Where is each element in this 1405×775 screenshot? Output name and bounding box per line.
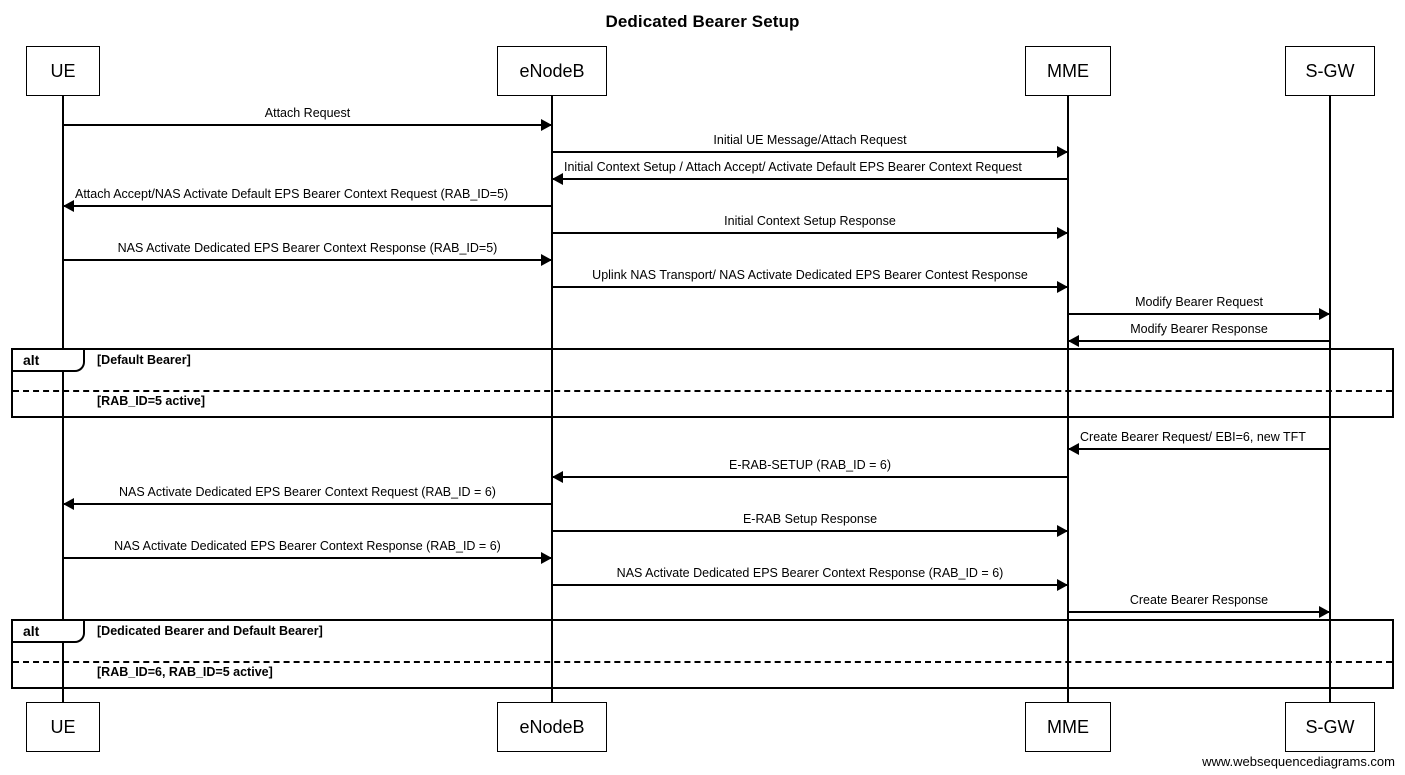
message-label: Attach Accept/NAS Activate Default EPS B… [75, 187, 509, 201]
arrowhead-icon [541, 118, 552, 131]
alt-fragment-keyword: alt [13, 350, 85, 372]
message-label: Attach Request [264, 106, 351, 120]
message-label: NAS Activate Dedicated EPS Bearer Contex… [117, 241, 498, 255]
message-label: Modify Bearer Response [1130, 322, 1268, 336]
participant-box-sgw-top: S-GW [1285, 46, 1375, 96]
arrowhead-icon [541, 253, 552, 266]
message-line [63, 557, 552, 559]
arrowhead-icon [1057, 226, 1068, 239]
message-line [552, 286, 1068, 288]
participant-box-ue-top: UE [26, 46, 100, 96]
lifeline-enodeb [551, 96, 553, 702]
message-line [63, 503, 552, 505]
message-line [552, 178, 1068, 180]
watermark-text: www.websequencediagrams.com [1202, 754, 1395, 769]
page-title: Dedicated Bearer Setup [605, 12, 800, 31]
message-label: NAS Activate Dedicated EPS Bearer Contex… [114, 539, 501, 553]
participant-box-mme-top: MME [1025, 46, 1111, 96]
message-label: E-RAB Setup Response [742, 512, 878, 526]
participant-label: eNodeB [519, 60, 585, 81]
participant-label: UE [50, 716, 76, 737]
message-line [552, 476, 1068, 478]
arrowhead-icon [1057, 145, 1068, 158]
alt-fragment: alt [Default Bearer] [RAB_ID=5 active] [11, 348, 1394, 418]
alt-condition-primary: [Default Bearer] [97, 353, 191, 367]
arrowhead-icon [552, 172, 563, 185]
message-label: Modify Bearer Request [1135, 295, 1263, 309]
participant-box-mme-bottom: MME [1025, 702, 1111, 752]
alt-condition-alternate: [RAB_ID=6, RAB_ID=5 active] [97, 665, 273, 679]
message-line [1068, 340, 1330, 342]
message-label: NAS Activate Dedicated EPS Bearer Contex… [119, 485, 496, 499]
participant-label: MME [1047, 716, 1089, 737]
participant-label: eNodeB [519, 716, 585, 737]
arrowhead-icon [1057, 524, 1068, 537]
arrowhead-icon [63, 199, 74, 212]
message-line [63, 205, 552, 207]
participant-label: MME [1047, 60, 1089, 81]
message-label: Create Bearer Request/ EBI=6, new TFT [1080, 430, 1306, 444]
arrowhead-icon [1068, 334, 1079, 347]
alt-fragment-divider [13, 390, 1392, 392]
arrowhead-icon [1057, 280, 1068, 293]
alt-condition-primary: [Dedicated Bearer and Default Bearer] [97, 624, 323, 638]
alt-fragment-keyword: alt [13, 621, 85, 643]
message-line [552, 232, 1068, 234]
message-line [552, 151, 1068, 153]
participant-box-ue-bottom: UE [26, 702, 100, 752]
participant-box-enodeb-bottom: eNodeB [497, 702, 607, 752]
participant-label: S-GW [1305, 716, 1355, 737]
message-label: Create Bearer Response [1129, 593, 1269, 607]
arrowhead-icon [552, 470, 563, 483]
alt-fragment-divider [13, 661, 1392, 663]
message-line [552, 584, 1068, 586]
lifeline-ue [62, 96, 64, 702]
message-line [1068, 448, 1330, 450]
message-label: Uplink NAS Transport/ NAS Activate Dedic… [592, 268, 1028, 282]
message-line [63, 124, 552, 126]
arrowhead-icon [1068, 442, 1079, 455]
participant-box-sgw-bottom: S-GW [1285, 702, 1375, 752]
lifeline-mme [1067, 96, 1069, 702]
alt-condition-alternate: [RAB_ID=5 active] [97, 394, 206, 408]
message-line [1068, 611, 1330, 613]
participant-label: S-GW [1305, 60, 1355, 81]
arrowhead-icon [541, 551, 552, 564]
message-line [1068, 313, 1330, 315]
message-label: NAS Activate Dedicated EPS Bearer Contex… [616, 566, 1004, 580]
participant-box-enodeb-top: eNodeB [497, 46, 607, 96]
arrowhead-icon [1057, 578, 1068, 591]
lifeline-sgw [1329, 96, 1331, 702]
participant-label: UE [50, 60, 76, 81]
arrowhead-icon [1319, 605, 1330, 618]
message-label: Initial Context Setup / Attach Accept/ A… [564, 160, 1022, 174]
message-label: Initial UE Message/Attach Request [713, 133, 907, 147]
arrowhead-icon [1319, 307, 1330, 320]
alt-fragment: alt [Dedicated Bearer and Default Bearer]… [11, 619, 1394, 689]
arrowhead-icon [63, 497, 74, 510]
message-label: Initial Context Setup Response [724, 214, 896, 228]
message-label: E-RAB-SETUP (RAB_ID = 6) [729, 458, 891, 472]
message-line [63, 259, 552, 261]
message-line [552, 530, 1068, 532]
